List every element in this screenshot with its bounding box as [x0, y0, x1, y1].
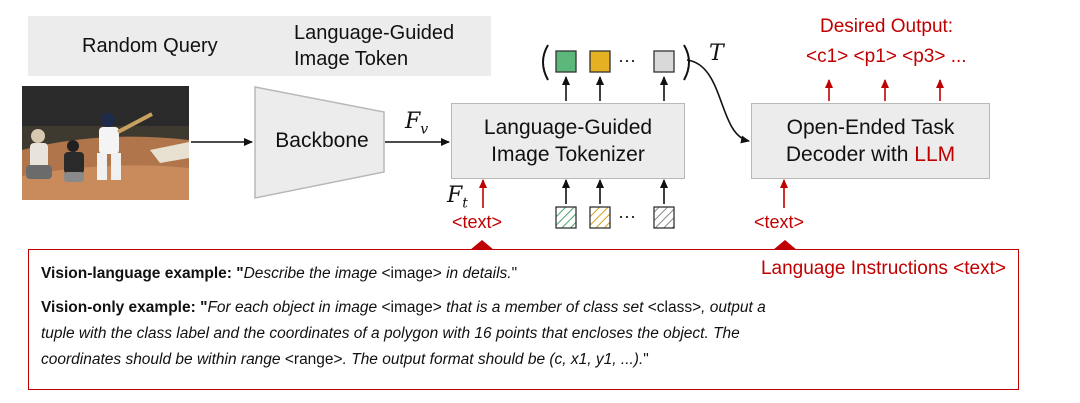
ft-label: Ft: [447, 183, 468, 212]
legend-random-query: Random Query: [82, 35, 218, 57]
decoder-label-prefix: Decoder with: [785, 143, 915, 166]
decoder-label-line1: Open-Ended Task: [786, 116, 955, 139]
fv-label: Fv: [405, 109, 429, 138]
tokenizer-block: Language-Guided Image Tokenizer: [451, 103, 685, 179]
desired-output-tokens: <c1> <p1> <p3> ...: [806, 46, 967, 67]
query-green: [555, 206, 577, 229]
language-instructions-title: Language Instructions <text>: [760, 258, 1006, 279]
language-instructions-box: Language Instructions <text> Vision-lang…: [28, 249, 1019, 390]
pointer-right: [773, 240, 797, 250]
token-bracket-right: [683, 44, 690, 81]
token-yellow: [589, 50, 611, 73]
query-yellow: [589, 206, 611, 229]
decoder-llm-label: LLM: [914, 143, 956, 166]
vision-only-example-line1: Vision-only example: "For each object in…: [41, 299, 766, 316]
query-gray: [653, 206, 675, 229]
pointer-left: [470, 240, 494, 250]
legend-image-token-line2: Image Token: [294, 48, 409, 70]
vision-language-example: Vision-language example: "Describe the i…: [41, 265, 518, 282]
text-label-right: <text>: [754, 212, 805, 232]
legend: Random Query Language-Guided Image Token: [28, 16, 491, 76]
query-ellipsis: ···: [618, 206, 636, 226]
token-green: [555, 50, 577, 73]
backbone-label: Backbone: [275, 129, 369, 152]
tokenizer-label-line1: Language-Guided: [483, 116, 653, 139]
vision-only-example-line3: coordinates should be within range <rang…: [41, 351, 649, 368]
arrow-t-curve: [686, 59, 750, 144]
legend-image-token-line1: Language-Guided: [294, 22, 455, 44]
vision-only-example-line2: tuple with the class label and the coord…: [41, 325, 740, 342]
decoder-label-line2: Decoder with LLM: [786, 141, 955, 168]
token-bracket-left: [542, 44, 549, 81]
text-label-left: <text>: [452, 212, 503, 232]
backbone-block: [254, 86, 385, 199]
token-gray: [653, 50, 675, 73]
token-ellipsis: ···: [618, 50, 636, 70]
t-label: T: [709, 41, 724, 66]
desired-output-title: Desired Output:: [820, 16, 954, 37]
decoder-block: Open-Ended Task Decoder with LLM: [751, 103, 990, 179]
input-image: [22, 86, 189, 200]
tokenizer-label-line2: Image Tokenizer: [491, 143, 645, 166]
